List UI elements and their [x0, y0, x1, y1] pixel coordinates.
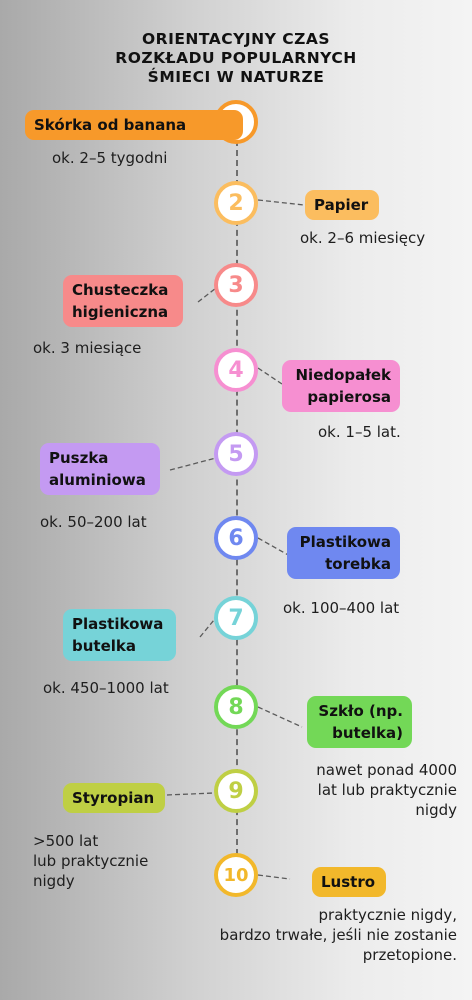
step-number: 6: [228, 525, 244, 551]
item-description-line: ok. 1–5 lat.: [318, 423, 401, 441]
item-label-line: higieniczna: [72, 303, 169, 321]
step-number: 3: [228, 272, 244, 298]
page-title: ORIENTACYJNY CZAS ROZKŁADU POPULARNYCH Ś…: [80, 30, 392, 87]
timeline-axis: [236, 140, 238, 875]
step-number-circle: 5: [214, 432, 258, 476]
item-description-line: przetopione.: [362, 946, 457, 964]
connector-line: [257, 367, 283, 385]
item-description: praktycznie nigdy, bardzo trwałe, jeśli n…: [220, 905, 457, 965]
item-description-line: praktycznie nigdy,: [318, 906, 457, 924]
item-description: ok. 450–1000 lat: [43, 678, 169, 698]
item-description-line: >500 lat: [33, 832, 99, 850]
item-label-line: Niedopałek: [295, 366, 392, 384]
connector-line: [199, 619, 215, 638]
step-number-circle: 8: [214, 685, 258, 729]
item-description-line: ok. 100–400 lat: [283, 599, 400, 617]
step-number-circle: 9: [214, 769, 258, 813]
item-label-line: butelka): [332, 724, 403, 742]
item-description-line: lub praktycznie: [33, 852, 149, 870]
item-label-line: Szkło (np.: [318, 702, 403, 720]
step-number: 9: [228, 778, 244, 804]
connector-line: [257, 706, 303, 728]
item-label-line: Chusteczka: [72, 281, 169, 299]
item-label-line: Plastikowa: [72, 615, 164, 633]
item-description: ok. 3 miesiące: [33, 338, 141, 358]
item-label-line: Puszka: [49, 449, 109, 467]
step-number-circle: 10: [214, 853, 258, 897]
item-description-line: ok. 3 miesiące: [33, 339, 142, 357]
item-description: ok. 1–5 lat.: [318, 422, 401, 442]
item-label-line: Plastikowa: [299, 533, 391, 551]
step-number-circle: 3: [214, 263, 258, 307]
step-number: 2: [228, 190, 244, 216]
item-label: Skórka od banana: [25, 110, 243, 140]
connector-line: [197, 287, 217, 303]
step-number-circle: 4: [214, 348, 258, 392]
connector-line: [166, 792, 215, 796]
item-label: Styropian: [63, 783, 165, 813]
item-label: Lustro: [312, 867, 386, 897]
item-label: Szkło (np. butelka): [307, 696, 412, 748]
item-description-line: ok. 2–5 tygodni: [52, 149, 168, 167]
item-label: Papier: [305, 190, 379, 220]
item-description-line: ok. 450–1000 lat: [43, 679, 169, 697]
item-label: Puszka aluminiowa: [40, 443, 160, 495]
item-description-line: lat lub praktycznie: [317, 781, 457, 799]
step-number: 7: [228, 605, 244, 631]
step-number: 10: [223, 864, 249, 886]
item-description-line: bardzo trwałe, jeśli nie zostanie: [219, 926, 457, 944]
item-label-line: papierosa: [307, 388, 391, 406]
item-description-line: ok. 50–200 lat: [40, 513, 147, 531]
step-number-circle: 6: [214, 516, 258, 560]
item-description-line: nigdy: [415, 801, 457, 819]
connector-line: [257, 199, 305, 206]
connector-line: [257, 537, 291, 557]
item-description-line: nawet ponad 4000: [316, 761, 457, 779]
item-label: Plastikowa butelka: [63, 609, 176, 661]
step-number-circle: 7: [214, 596, 258, 640]
item-label: Plastikowa torebka: [287, 527, 400, 579]
item-label-line: Lustro: [321, 873, 376, 891]
item-description: ok. 2–6 miesięcy: [300, 228, 425, 248]
connector-line: [169, 457, 217, 471]
item-label-line: aluminiowa: [49, 471, 146, 489]
step-number: 8: [228, 694, 244, 720]
item-description-line: ok. 2–6 miesięcy: [300, 229, 426, 247]
item-label-line: torebka: [325, 555, 391, 573]
item-description: ok. 100–400 lat: [283, 598, 399, 618]
step-number-circle: 2: [214, 181, 258, 225]
step-number: 5: [228, 441, 244, 467]
item-description: ok. 50–200 lat: [40, 512, 147, 532]
title-line: ŚMIECI W NATURZE: [147, 68, 325, 86]
title-line: ROZKŁADU POPULARNYCH: [115, 49, 357, 67]
step-number: 4: [228, 357, 244, 383]
item-label: Chusteczka higieniczna: [63, 275, 183, 327]
item-label-line: Papier: [314, 196, 369, 214]
connector-line: [257, 874, 291, 880]
item-description: >500 lat lub praktycznie nigdy: [33, 831, 148, 891]
item-description: nawet ponad 4000 lat lub praktycznie nigdy: [316, 760, 457, 820]
item-description-line: nigdy: [33, 872, 75, 890]
item-label: Niedopałek papierosa: [282, 360, 400, 412]
item-label-line: Styropian: [72, 789, 155, 807]
item-label-line: butelka: [72, 637, 136, 655]
item-label-line: Skórka od banana: [34, 116, 187, 134]
title-line: ORIENTACYJNY CZAS: [141, 30, 331, 48]
item-description: ok. 2–5 tygodni: [52, 148, 167, 168]
